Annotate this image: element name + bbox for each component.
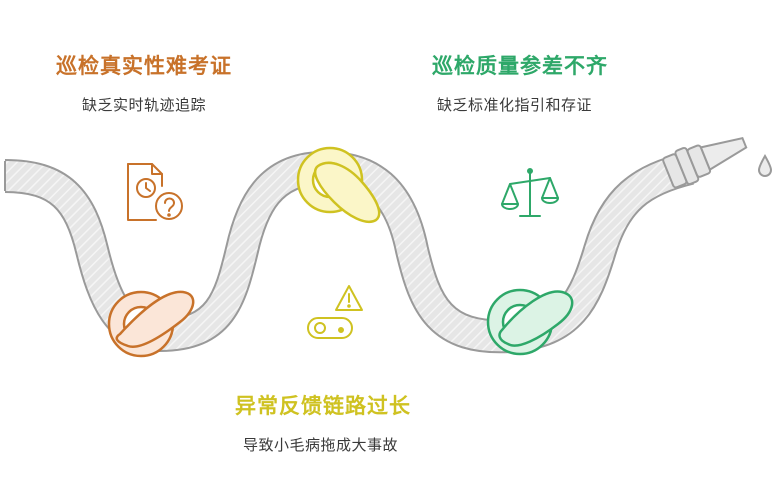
quality-title: 巡检质量参差不齐 [432,54,608,78]
record-title: 巡检真实性难考证 [56,54,232,78]
quality-desc: 缺乏标准化指引和存证 [437,96,593,114]
yellow-knot [296,146,381,223]
water-drop-icon [757,153,773,177]
orange-knot [107,290,195,358]
warning-toggle-icon [307,285,363,339]
record-desc: 缺乏实时轨迹追踪 [82,96,207,114]
feedback-desc: 导致小毛病拖成大事故 [243,436,399,454]
green-knot [486,288,574,356]
nozzle-icon [662,136,748,189]
balance-scale-icon [501,168,559,217]
clock-question-document-icon [127,163,183,221]
feedback-title: 异常反馈链路过长 [235,394,411,418]
